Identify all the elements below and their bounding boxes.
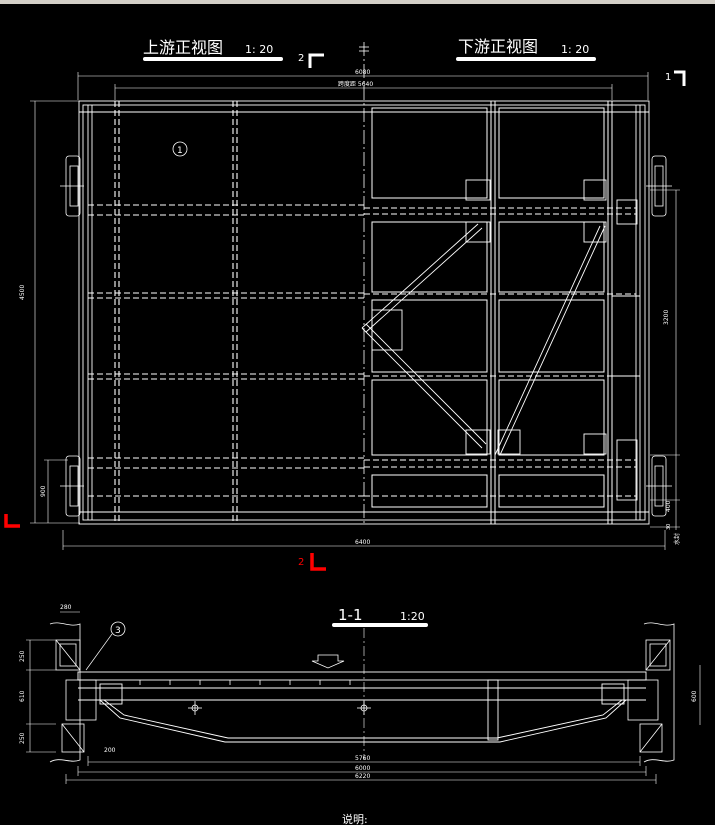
window-top-bar [0,0,715,4]
section-right-wall [627,622,675,763]
flow-arrow-icon [311,654,345,669]
gusset-plates [371,179,638,501]
red-section-marker-2-bottom: 2 [298,553,326,571]
section-left-wall [49,622,97,763]
dim-top-span: 跨度距 5640 [338,80,373,88]
downstream-title-text: 下游正视图 [458,37,538,56]
dim-sec-inner: 5760 [355,755,370,762]
upstream-title-underline [143,57,283,61]
dim-sec-left-top: 280 [60,604,72,611]
center-line [359,42,369,525]
item-3-callout: 3 [85,621,126,671]
section-stiffener-ticks [139,680,351,685]
item-1-callout: 1 [172,141,188,157]
left-wheel-top [60,155,84,217]
dim-bottom-width: 6400 [355,539,370,546]
right-dimension-lines [650,189,680,530]
section-title-text: 1-1 [338,606,363,624]
dim-sec-left-b: 610 [19,690,26,702]
downstream-dashed-beams [364,207,636,497]
diagonal-bracing [361,223,606,456]
upstream-dashed-girders [88,101,364,524]
upstream-title-text: 上游正视图 [143,38,223,57]
item-1-label: 1 [177,146,183,156]
section-marker-2-top: 2 [298,53,324,68]
section-scale-text: 1:20 [400,610,425,623]
section-dimension-lines [26,611,701,784]
notes-label: 说明: [342,812,368,825]
red-section-marker-2-label: 2 [298,557,304,568]
dim-right-tag: 水封 [673,533,681,545]
downstream-panels [371,101,640,524]
dim-top-total: 6080 [355,69,370,76]
upstream-scale-text: 1: 20 [245,43,273,56]
downstream-title: 下游正视图 1: 20 [456,37,596,61]
section-marker-1-right-label: 1 [665,72,671,83]
dim-right-lower: 400 [665,500,672,512]
item-3-label: 3 [115,626,121,636]
dim-sec-left-d: 200 [104,747,116,754]
dim-left-height: 4500 [19,285,26,300]
upstream-title: 上游正视图 1: 20 [143,38,283,61]
top-dimension-lines [77,72,649,100]
bottom-dimension-lines [62,530,666,550]
downstream-scale-text: 1: 20 [561,43,589,56]
dim-sec-right: 600 [691,690,698,702]
dim-right-small: 30 [666,524,672,530]
section-gate-body [77,671,647,743]
gate-outer-frame [78,100,650,525]
right-wheel-bottom [646,455,672,517]
section-title-underline [332,623,428,627]
right-wheel-top [646,155,672,217]
section-hole-markers [188,701,371,715]
section-marker-2-top-label: 2 [298,53,304,64]
dim-sec-mid: 6000 [355,765,370,772]
left-dimension-lines [30,100,80,524]
dim-sec-outer: 6220 [355,773,370,780]
dim-sec-left-c: 250 [19,732,26,744]
section-marker-1-right: 1 [665,70,686,86]
red-section-marker-left [4,514,20,528]
dim-right-height: 3200 [663,310,670,325]
dim-left-lower: 900 [40,485,47,497]
downstream-title-underline [456,57,596,61]
section-title: 1-1 1:20 [332,606,428,627]
dim-sec-left-a: 250 [19,650,26,662]
left-wheel-bottom [60,455,84,517]
